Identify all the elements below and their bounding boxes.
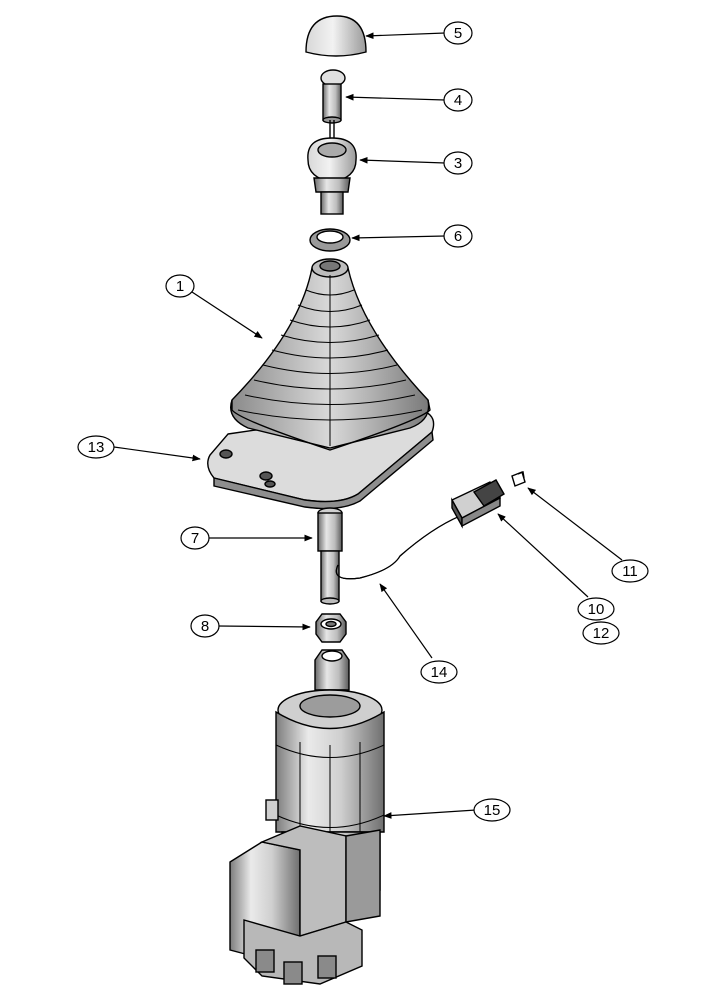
- part-7-sleeve-and-shaft: [317, 507, 343, 605]
- part-14-wire-harness: [335, 515, 461, 580]
- callout-15: 15: [473, 798, 511, 822]
- part-10-connector: [451, 479, 505, 529]
- callout-6-label: 6: [454, 228, 462, 245]
- part-3-grip-knob: [307, 137, 357, 215]
- callout-1: 1: [165, 274, 195, 298]
- callout-3: 3: [443, 151, 473, 175]
- callout-3-label: 3: [454, 155, 462, 172]
- callout-7: 7: [180, 526, 210, 550]
- callout-13: 13: [77, 435, 115, 459]
- callout-6: 6: [443, 224, 473, 248]
- callout-1-label: 1: [176, 278, 184, 295]
- part-4-push-button: [320, 69, 346, 140]
- callout-8-label: 8: [201, 618, 209, 635]
- part-8-hex-nut: [315, 613, 347, 643]
- part-6-ring: [309, 228, 351, 252]
- callout-4: 4: [443, 88, 473, 112]
- callout-4-label: 4: [454, 92, 462, 109]
- callout-8: 8: [190, 614, 220, 638]
- callout-14: 14: [420, 660, 458, 684]
- part-5-dome-cap: [305, 15, 367, 57]
- callout-10: 10: [577, 597, 615, 621]
- callout-15-label: 15: [484, 802, 501, 819]
- callout-7-label: 7: [191, 530, 199, 547]
- callout-12: 12: [582, 621, 620, 645]
- callout-13-label: 13: [88, 439, 105, 456]
- callout-11: 11: [611, 559, 649, 583]
- boot-ridges: [237, 275, 423, 446]
- part-15-valve-assembly: [229, 649, 385, 985]
- callout-10-label: 10: [588, 601, 605, 618]
- part-11-clip: [511, 471, 526, 487]
- part-1-rubber-boot: [230, 258, 431, 451]
- callout-11-label: 11: [622, 563, 638, 580]
- callout-14-label: 14: [431, 664, 448, 681]
- leader-lines: [113, 32, 623, 819]
- callout-5-label: 5: [454, 25, 462, 42]
- callout-5: 5: [443, 21, 473, 45]
- callout-12-label: 12: [593, 625, 610, 642]
